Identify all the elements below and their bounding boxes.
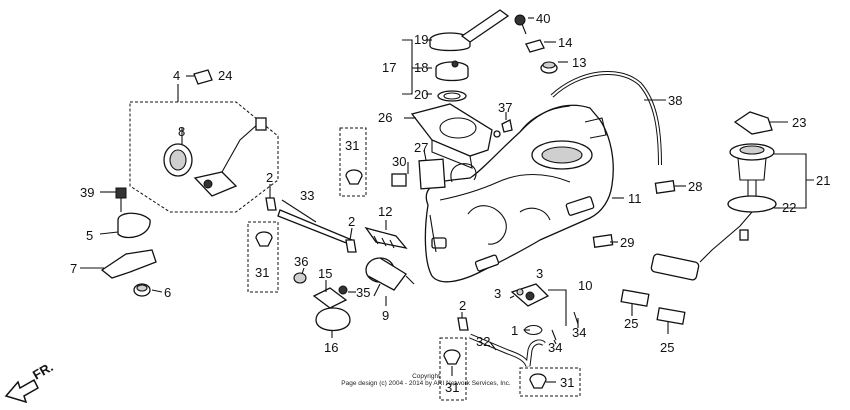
callout-34: 34 (572, 325, 586, 340)
fuel-gauge-unit (650, 111, 777, 281)
box-31-bottom (439, 337, 467, 401)
part-27 (418, 158, 446, 190)
callout-30: 30 (392, 154, 406, 169)
callout-32: 32 (476, 334, 490, 349)
callout-2: 2 (348, 214, 355, 229)
arrow-left-icon (4, 378, 39, 404)
fuel-line-32-inner (469, 334, 546, 367)
callout-40: 40 (536, 11, 550, 26)
mount-hardware-left (100, 187, 157, 297)
grommet-36 (293, 272, 307, 284)
fuel-pump-9 (365, 257, 415, 297)
bolt-35 (338, 285, 348, 295)
connector-12-ribs (373, 235, 395, 249)
copyright-line-2: Page design (c) 2004 - 2014 by ARI Netwo… (341, 380, 511, 387)
callout-31: 31 (560, 375, 574, 390)
callout-2: 2 (459, 298, 466, 313)
copyright-line-1: Copyright (412, 373, 440, 380)
callout-16: 16 (324, 340, 338, 355)
clamp-31-top (345, 169, 363, 185)
callout-36: 36 (294, 254, 308, 269)
callout-2: 2 (266, 170, 273, 185)
callout-31: 31 (445, 380, 459, 395)
band-15 (312, 287, 348, 309)
part-30 (391, 173, 407, 187)
callout-31: 31 (255, 265, 269, 280)
callout-labels: 1 2 2 2 3 3 4 5 6 7 8 9 10 11 12 13 14 1… (70, 11, 830, 395)
clip-24 (193, 69, 213, 85)
clamp-31-left (255, 231, 273, 247)
callout-8: 8 (178, 124, 185, 139)
clip-2a (265, 197, 277, 211)
callout-22: 22 (782, 200, 796, 215)
callout-4: 4 (173, 68, 180, 83)
callout-33: 33 (300, 188, 314, 203)
clip-2c (457, 317, 469, 331)
filler-cap-assembly (429, 9, 510, 102)
connector-12 (364, 226, 408, 249)
front-direction-indicator: FR. (4, 359, 56, 404)
callout-17: 17 (382, 60, 396, 75)
box-31-left (247, 221, 279, 293)
callout-3: 3 (536, 266, 543, 281)
callout-13: 13 (572, 55, 586, 70)
part-28 (654, 180, 676, 194)
valve-assembly-10 (510, 283, 579, 341)
callout-24: 24 (218, 68, 232, 83)
fuel-pump-kit (129, 84, 279, 213)
callout-19: 19 (414, 32, 428, 47)
callout-38: 38 (668, 93, 682, 108)
part-29 (592, 234, 614, 248)
leader-lines (80, 17, 814, 383)
callout-35: 35 (356, 285, 370, 300)
callout-37: 37 (498, 100, 512, 115)
bracket-16 (315, 307, 351, 332)
breather-tube-inner (551, 72, 661, 166)
callout-9: 9 (382, 308, 389, 323)
callout-25: 25 (660, 340, 674, 355)
callout-6: 6 (164, 285, 171, 300)
callout-34: 34 (548, 340, 562, 355)
callout-1: 1 (511, 323, 518, 338)
callout-10: 10 (578, 278, 592, 293)
callout-29: 29 (620, 235, 634, 250)
callout-3: 3 (494, 286, 501, 301)
box-31-top (339, 127, 367, 197)
callout-25: 25 (624, 316, 638, 331)
callout-18: 18 (414, 60, 428, 75)
callout-11: 11 (628, 191, 642, 206)
callout-12: 12 (378, 204, 392, 219)
fuel-tank (424, 104, 614, 283)
callout-28: 28 (688, 179, 702, 194)
callout-14: 14 (558, 35, 572, 50)
rod-33 (277, 209, 356, 248)
callout-20: 20 (414, 87, 428, 102)
tank-cover (410, 103, 501, 169)
callout-27: 27 (414, 140, 428, 155)
copyright-notice: Copyright Page design (c) 2004 - 2014 by… (341, 373, 511, 387)
cap-hardware (514, 14, 558, 74)
callout-26: 26 (378, 110, 392, 125)
clamp-31-bottom (443, 349, 461, 365)
clamp-31-right (529, 373, 547, 389)
callout-5: 5 (86, 228, 93, 243)
callout-23: 23 (792, 115, 806, 130)
clip-37 (501, 119, 513, 133)
direction-label: FR. (30, 359, 56, 382)
callout-15: 15 (318, 266, 332, 281)
callout-31: 31 (345, 138, 359, 153)
callout-7: 7 (70, 261, 77, 276)
part-25b (656, 307, 686, 325)
part-25a (620, 289, 650, 307)
clip-2b (345, 239, 357, 253)
callout-21: 21 (816, 173, 830, 188)
callout-39: 39 (80, 185, 94, 200)
box-31-right (519, 367, 581, 397)
